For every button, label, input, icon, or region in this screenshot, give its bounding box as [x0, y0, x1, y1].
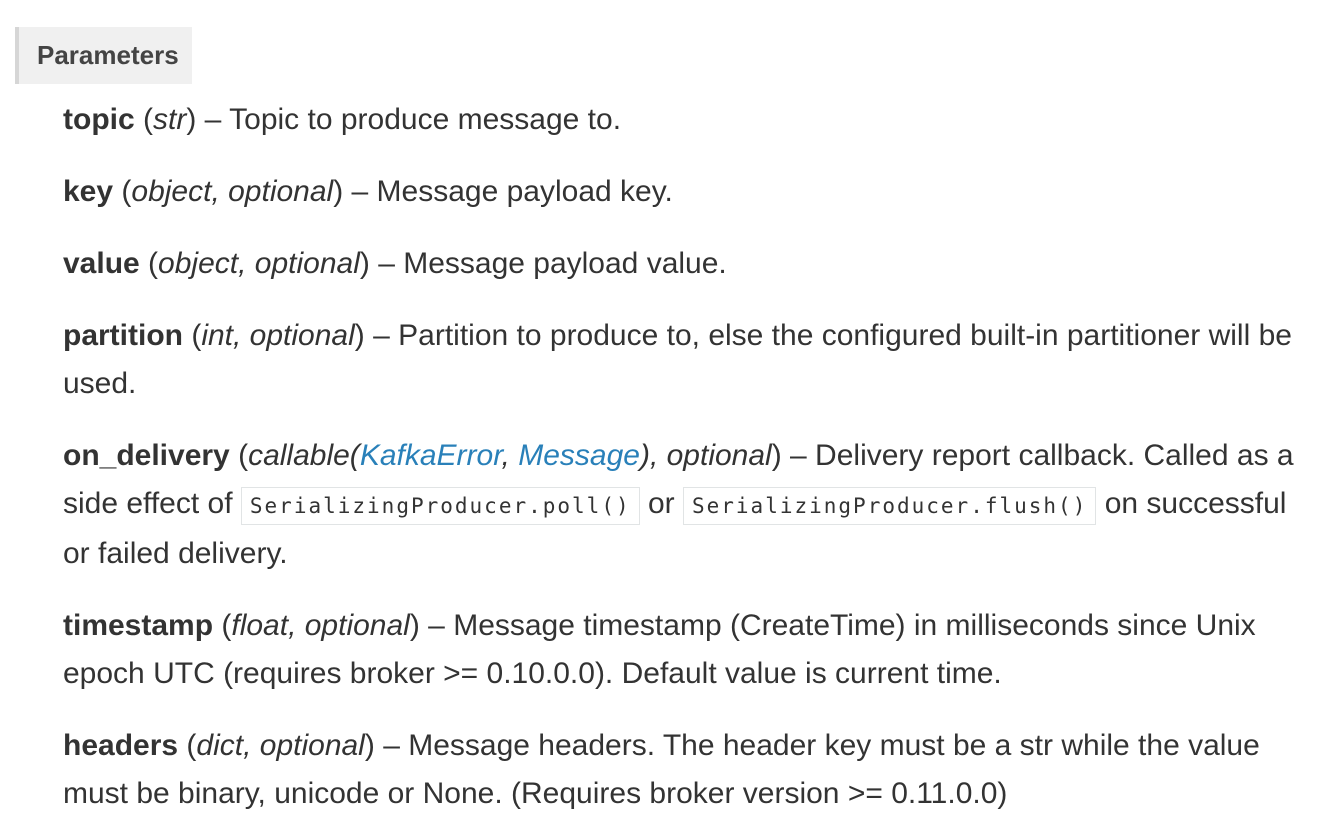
param-type: object, optional [131, 175, 334, 208]
param-value: value (object, optional) – Message paylo… [63, 247, 727, 280]
param-type: callable(KafkaError, Message), optional [248, 439, 772, 472]
type-suffix: ), optional [639, 439, 772, 472]
param-description: – Message payload value. [369, 247, 727, 280]
param-timestamp: timestamp (float, optional) – Message ti… [63, 609, 1256, 690]
code-poll: SerializingProducer.poll() [240, 487, 640, 525]
parameter-list: topic (str) – Topic to produce message t… [63, 96, 1313, 832]
param-type: object, optional [158, 247, 360, 280]
param-description: on successful or failed delivery. [63, 487, 1287, 570]
param-key: key (object, optional) – Message payload… [63, 175, 673, 208]
param-partition: partition (int, optional) – Partition to… [63, 319, 1292, 400]
param-type: float, optional [231, 609, 410, 642]
param-type: int, optional [201, 319, 355, 352]
param-on-delivery: on_delivery (callable(KafkaError, Messag… [63, 439, 1294, 570]
param-description: – Partition to produce to, else the conf… [63, 319, 1292, 400]
param-description: – Topic to produce message to. [196, 103, 622, 136]
param-name: headers [63, 729, 179, 762]
param-name: timestamp [63, 609, 214, 642]
param-name: partition [63, 319, 183, 352]
param-name: on_delivery [63, 439, 230, 472]
parameters-heading: Parameters [15, 27, 192, 84]
param-description: – Message payload key. [343, 175, 673, 208]
param-description: or [639, 487, 683, 520]
code-flush: SerializingProducer.flush() [682, 487, 1097, 525]
param-type: str [153, 103, 187, 136]
param-description: – Message headers. The header key must b… [63, 729, 1260, 810]
kafka-error-link[interactable]: KafkaError [359, 439, 502, 472]
type-prefix: callable( [248, 439, 360, 472]
param-topic: topic (str) – Topic to produce message t… [63, 103, 622, 136]
param-description: – Message timestamp (CreateTime) in mill… [63, 609, 1256, 690]
message-link[interactable]: Message [518, 439, 640, 472]
param-name: key [63, 175, 114, 208]
param-name: topic [63, 103, 135, 136]
param-type: dict, optional [196, 729, 365, 762]
param-name: value [63, 247, 140, 280]
param-description: – Delivery report callback. Called as a … [63, 439, 1294, 520]
type-separator: , [501, 439, 519, 472]
param-headers: headers (dict, optional) – Message heade… [63, 729, 1260, 810]
